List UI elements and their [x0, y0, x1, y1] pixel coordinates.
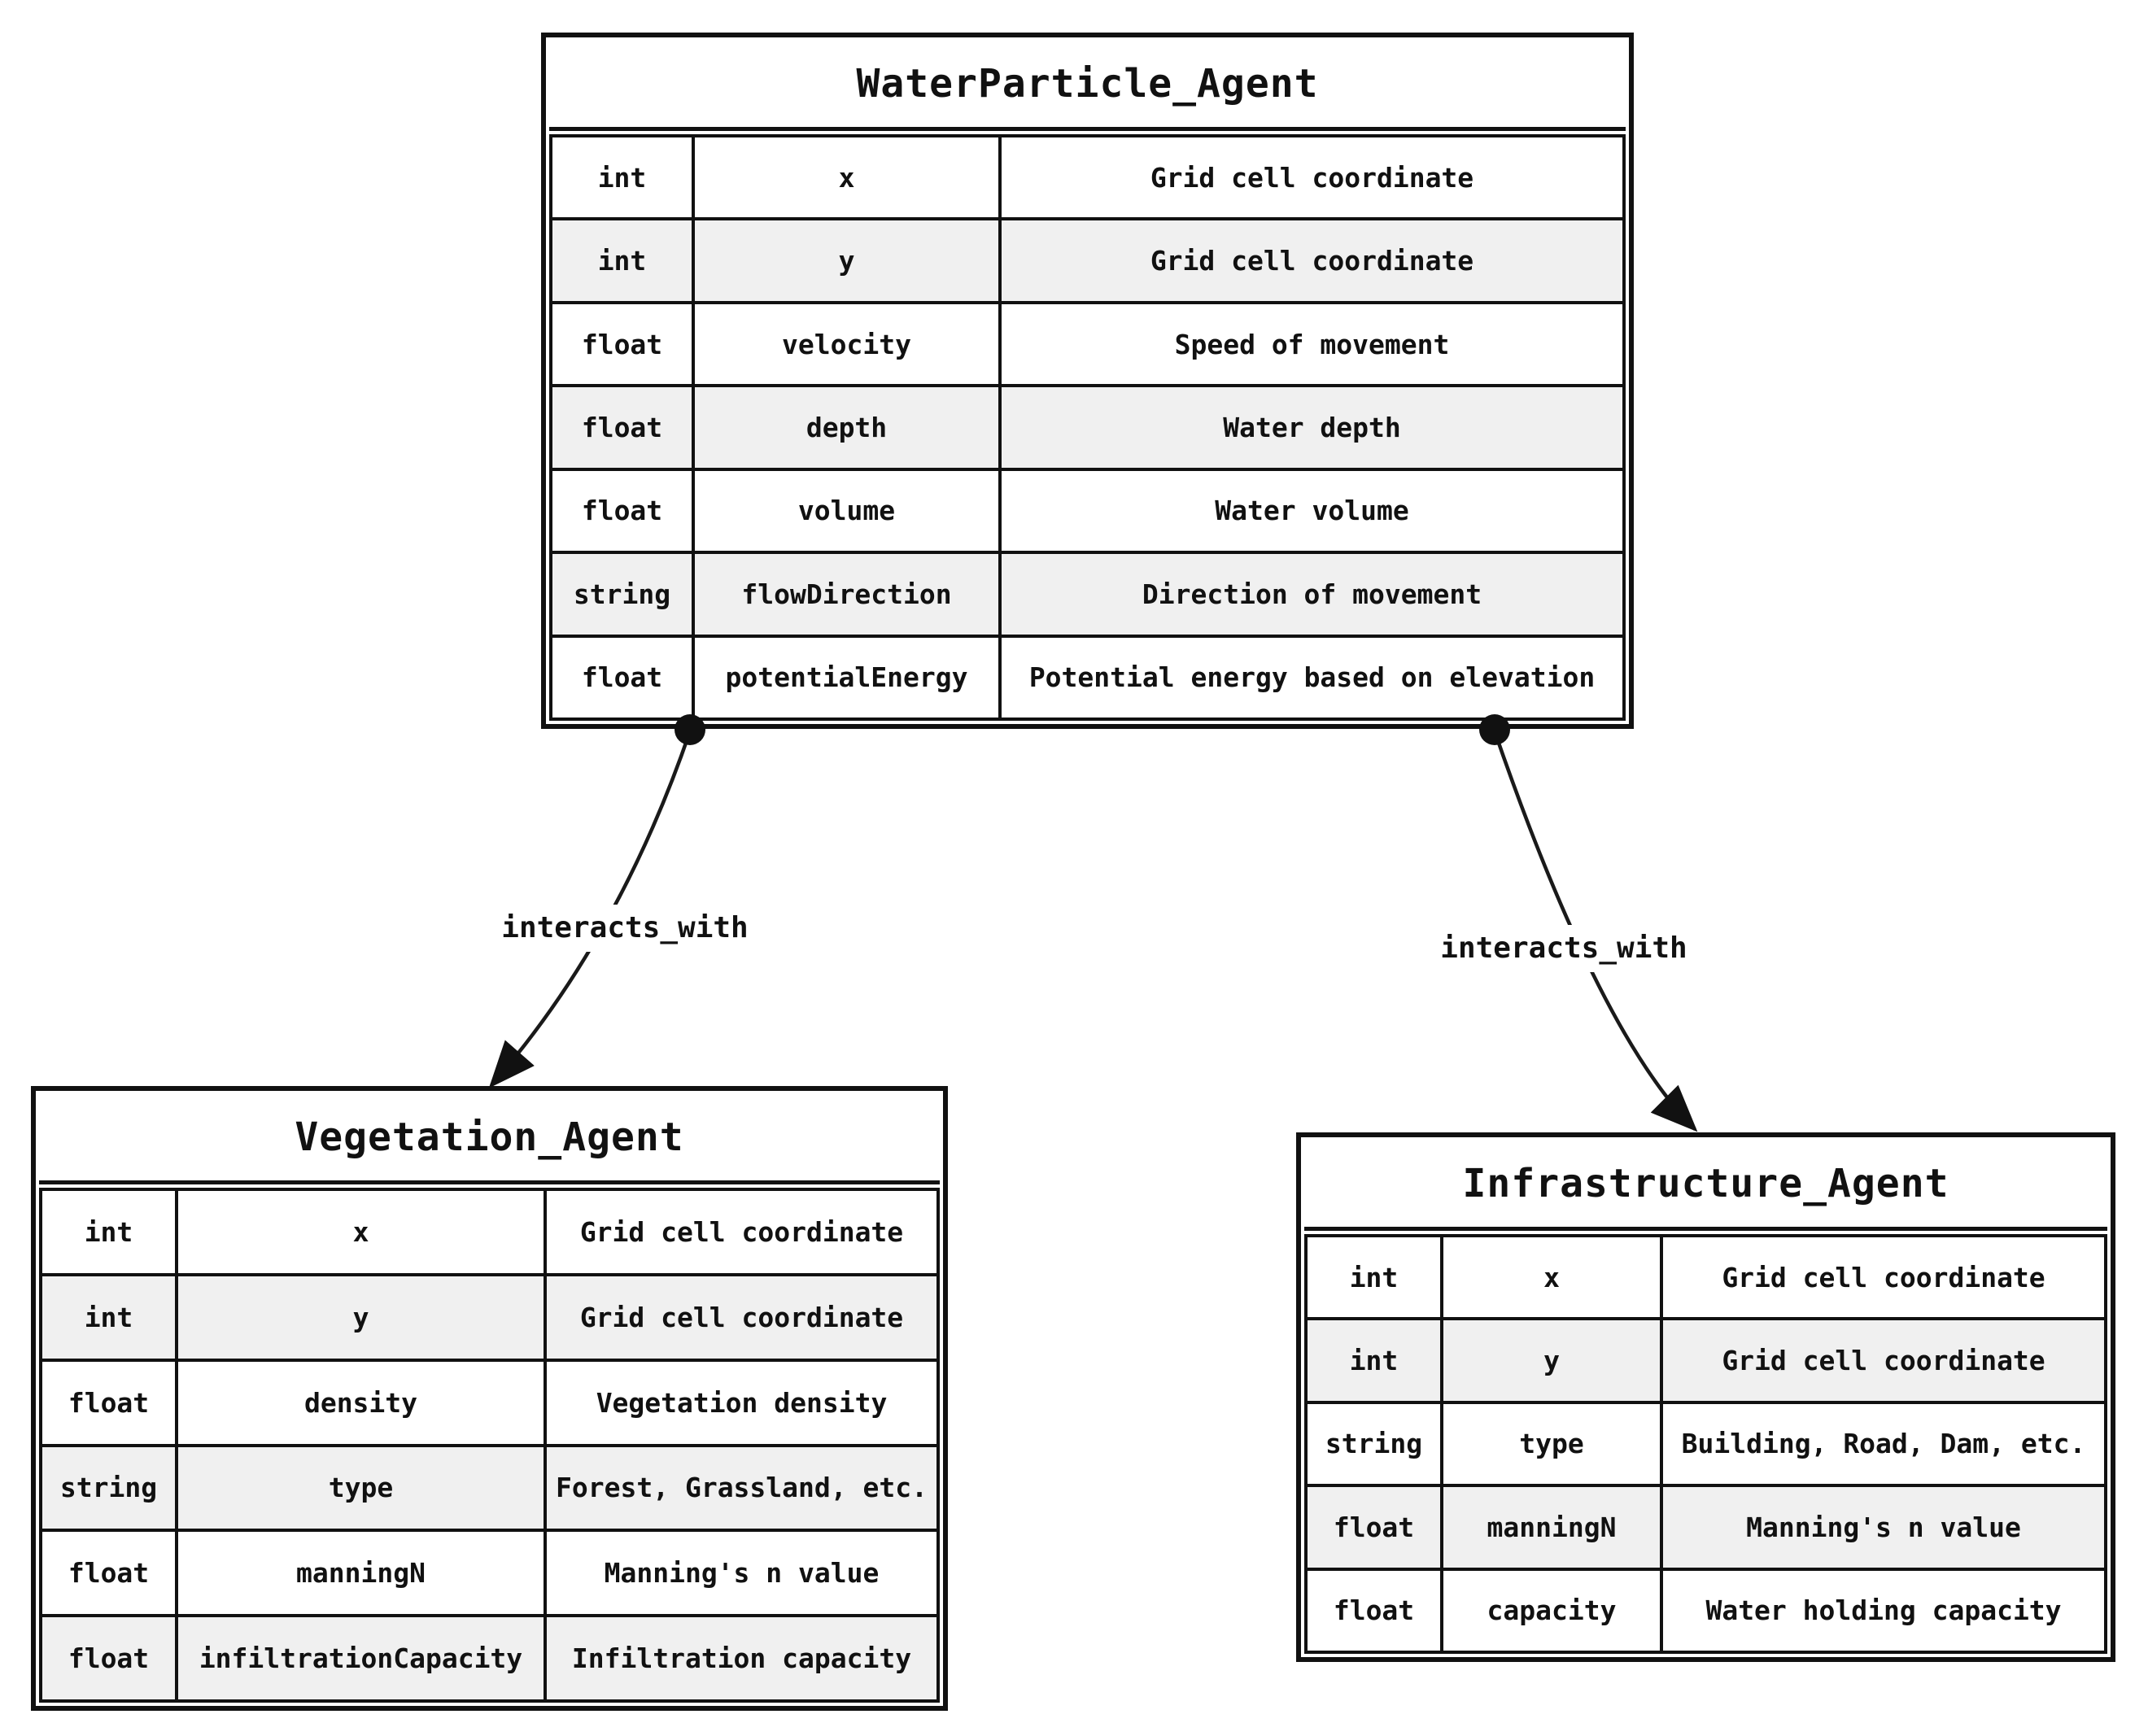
attribute-type: float — [42, 1532, 175, 1615]
attribute-comment: Speed of movement — [1002, 303, 1622, 385]
attribute-comment: Grid cell coordinate — [1002, 137, 1622, 218]
attribute-name: x — [178, 1191, 544, 1273]
attribute-type: float — [42, 1617, 175, 1699]
relationship-label: interacts_with — [1425, 925, 1702, 972]
entity-table-waterparticle-agent: WaterParticle_Agent int x Grid cell coor… — [541, 33, 1634, 729]
attribute-type: int — [1308, 1320, 1440, 1401]
attribute-name: flowDirection — [695, 554, 998, 635]
attribute-name: velocity — [695, 303, 998, 385]
attribute-type: float — [552, 303, 692, 385]
attribute-type: int — [552, 137, 692, 218]
attribute-type: int — [42, 1191, 175, 1273]
attribute-name: x — [695, 137, 998, 218]
attribute-comment: Direction of movement — [1002, 554, 1622, 635]
attribute-comment: Forest, Grassland, etc. — [547, 1446, 936, 1529]
attribute-comment: Grid cell coordinate — [1663, 1320, 2104, 1401]
attribute-name: capacity — [1443, 1570, 1660, 1651]
attribute-comment: Water holding capacity — [1663, 1570, 2104, 1651]
attribute-comment: Manning's n value — [547, 1532, 936, 1615]
attribute-type: int — [42, 1276, 175, 1359]
attribute-comment: Grid cell coordinate — [547, 1276, 936, 1359]
attribute-comment: Grid cell coordinate — [547, 1191, 936, 1273]
attribute-type: float — [1308, 1487, 1440, 1568]
entity-table-infrastructure-agent: Infrastructure_Agent int x Grid cell coo… — [1296, 1132, 2115, 1662]
attribute-name: y — [178, 1276, 544, 1359]
attribute-comment: Water volume — [1002, 470, 1622, 552]
attribute-comment: Manning's n value — [1663, 1487, 2104, 1568]
attribute-name: manningN — [1443, 1487, 1660, 1568]
entity-attribute-list: int x Grid cell coordinate int y Grid ce… — [549, 134, 1626, 721]
attribute-type: float — [1308, 1570, 1440, 1651]
relationship-label: interacts_with — [487, 905, 763, 952]
attribute-name: type — [1443, 1403, 1660, 1485]
attribute-comment: Water depth — [1002, 387, 1622, 468]
attribute-name: y — [1443, 1320, 1660, 1401]
attribute-name: x — [1443, 1237, 1660, 1318]
attribute-name: type — [178, 1446, 544, 1529]
entity-title: Vegetation_Agent — [39, 1094, 940, 1184]
attribute-type: float — [552, 637, 692, 718]
attribute-name: volume — [695, 470, 998, 552]
attribute-type: string — [552, 554, 692, 635]
attribute-type: float — [552, 387, 692, 468]
attribute-comment: Potential energy based on elevation — [1002, 637, 1622, 718]
entity-attribute-list: int x Grid cell coordinate int y Grid ce… — [39, 1188, 940, 1703]
attribute-name: potentialEnergy — [695, 637, 998, 718]
attribute-comment: Grid cell coordinate — [1663, 1237, 2104, 1318]
entity-title: WaterParticle_Agent — [549, 41, 1626, 131]
attribute-comment: Building, Road, Dam, etc. — [1663, 1403, 2104, 1485]
attribute-name: depth — [695, 387, 998, 468]
attribute-name: infiltrationCapacity — [178, 1617, 544, 1699]
entity-table-vegetation-agent: Vegetation_Agent int x Grid cell coordin… — [31, 1086, 948, 1711]
attribute-type: int — [552, 220, 692, 301]
attribute-name: manningN — [178, 1532, 544, 1615]
attribute-comment: Grid cell coordinate — [1002, 220, 1622, 301]
attribute-type: int — [1308, 1237, 1440, 1318]
attribute-name: y — [695, 220, 998, 301]
attribute-comment: Infiltration capacity — [547, 1617, 936, 1699]
attribute-type: float — [552, 470, 692, 552]
attribute-type: float — [42, 1361, 175, 1444]
attribute-type: string — [42, 1446, 175, 1529]
attribute-type: string — [1308, 1403, 1440, 1485]
entity-attribute-list: int x Grid cell coordinate int y Grid ce… — [1304, 1234, 2107, 1654]
entity-title: Infrastructure_Agent — [1304, 1141, 2107, 1231]
attribute-comment: Vegetation density — [547, 1361, 936, 1444]
attribute-name: density — [178, 1361, 544, 1444]
